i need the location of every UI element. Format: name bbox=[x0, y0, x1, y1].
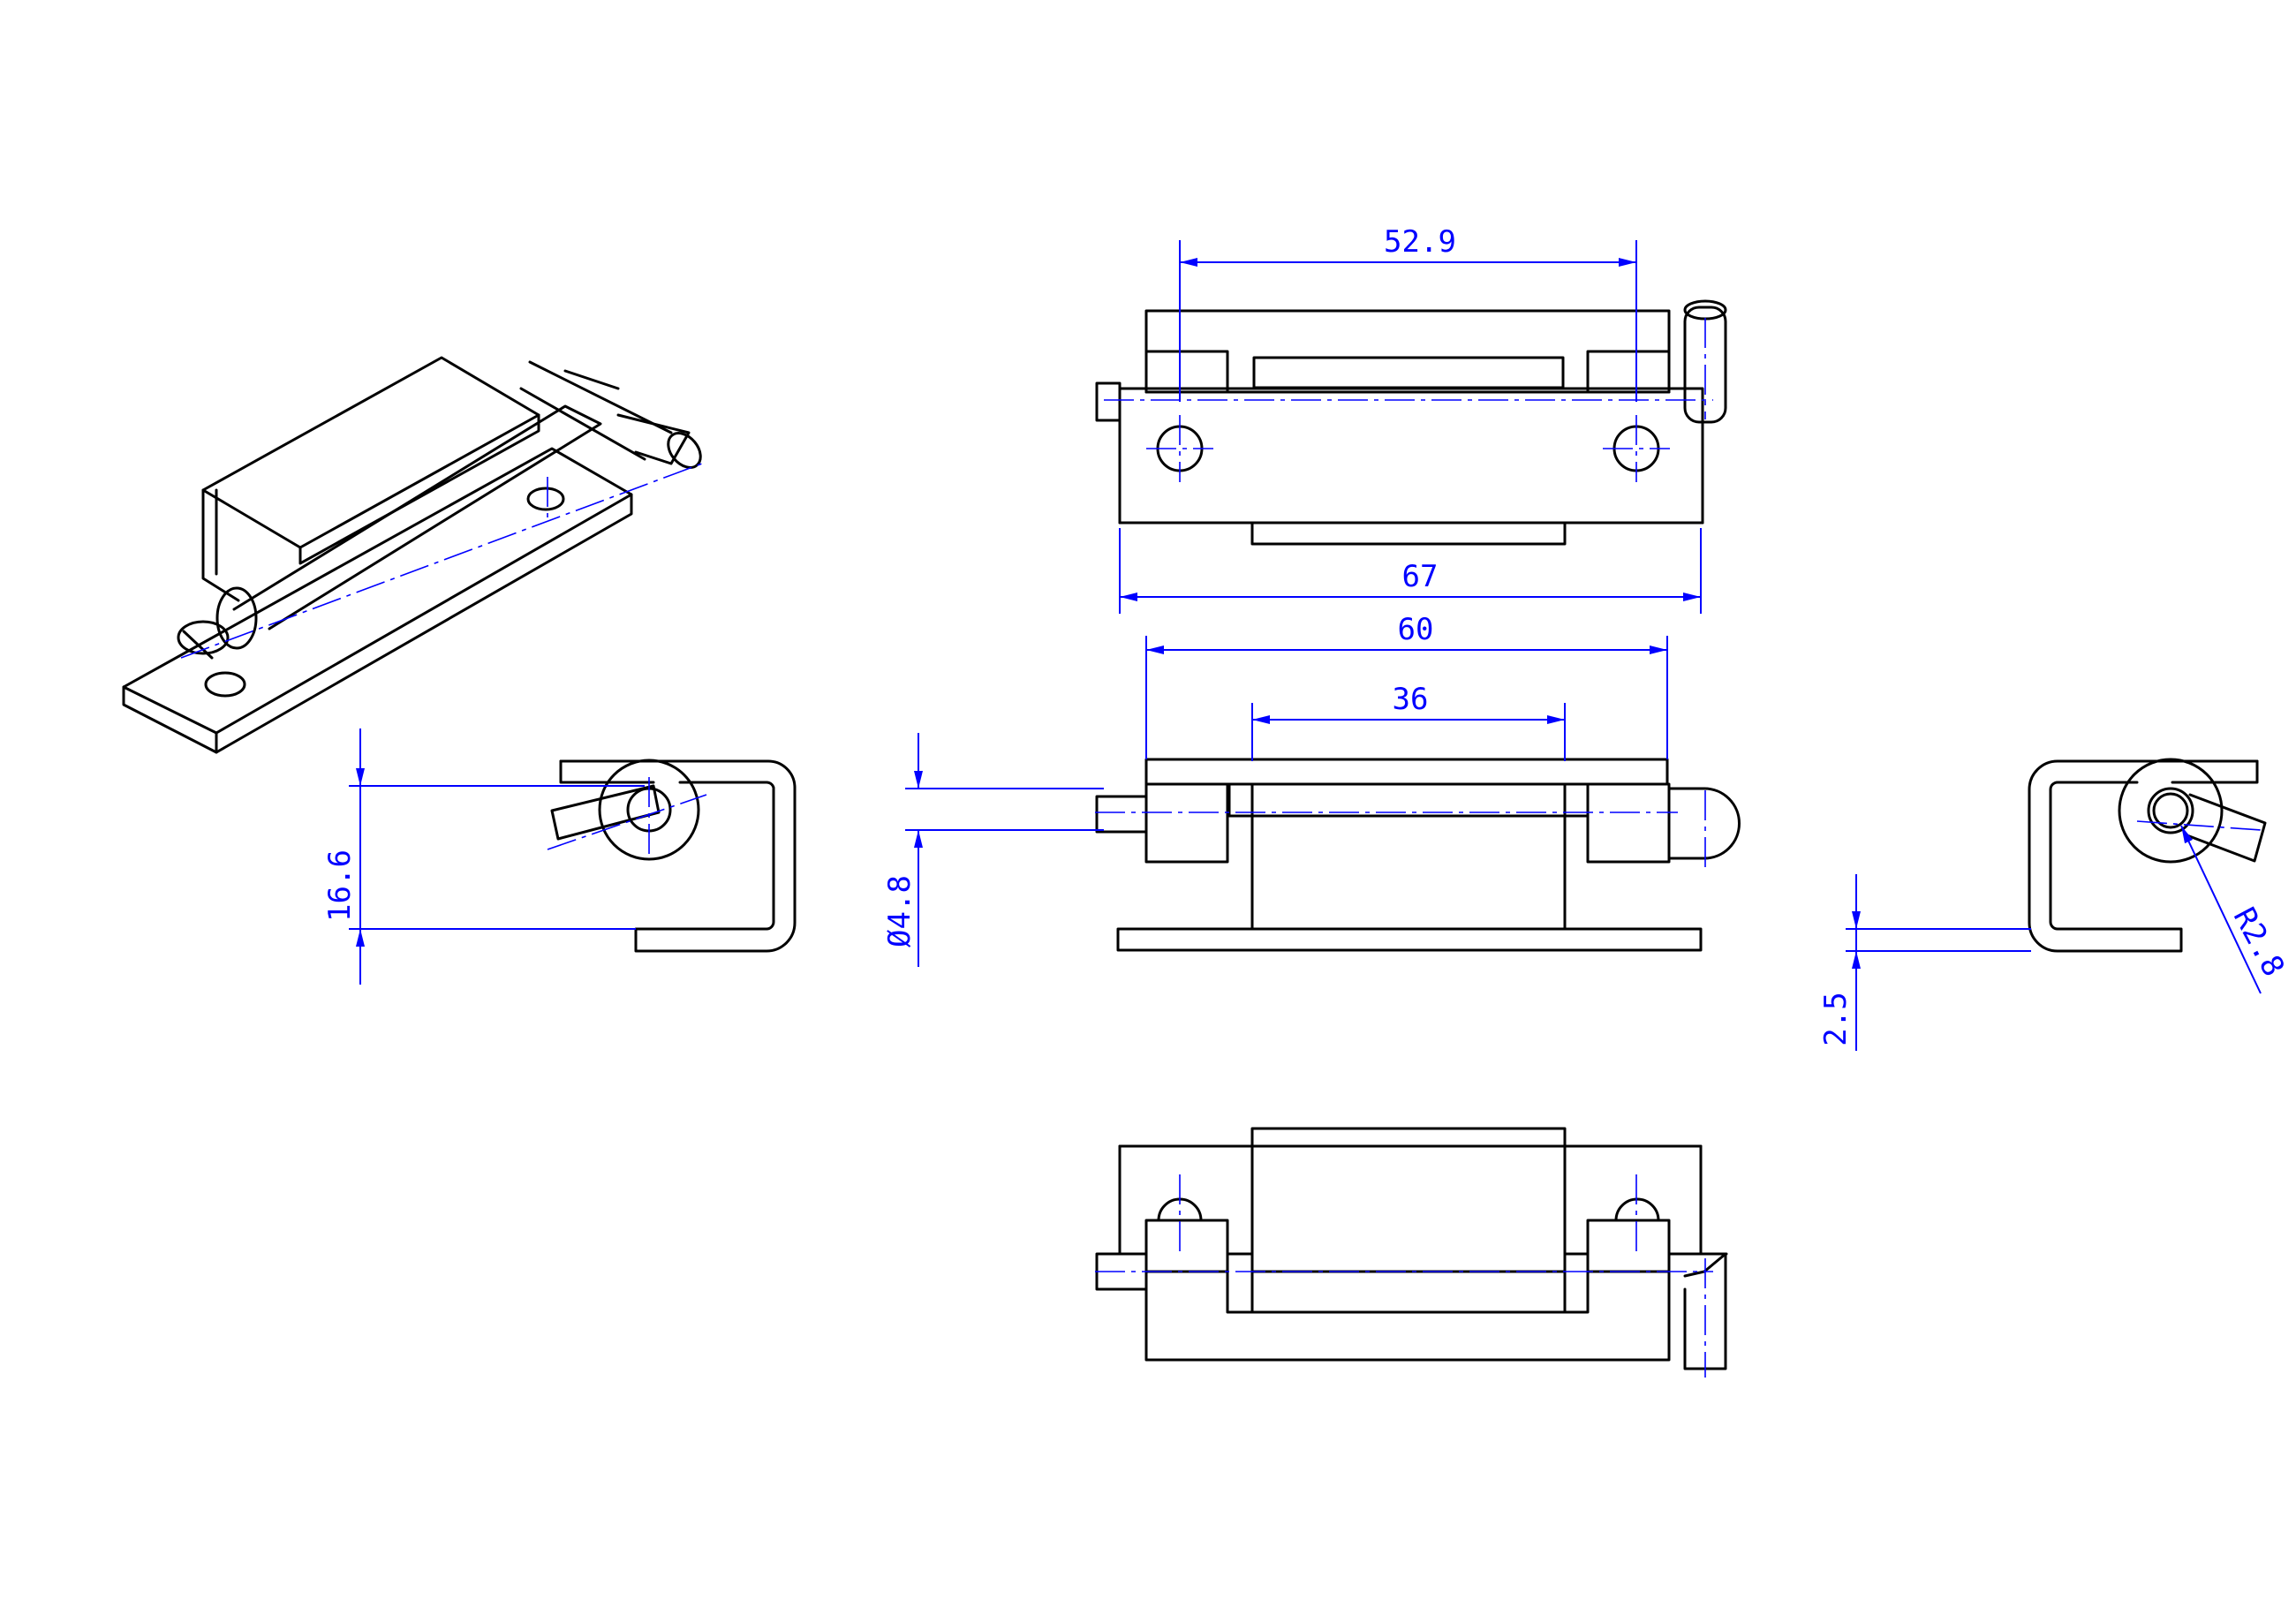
isometric-view bbox=[122, 356, 703, 754]
top-view: 52.9 67 bbox=[1095, 224, 1727, 614]
left-side-view: 16.6 bbox=[322, 728, 797, 985]
dim-pin-section: 36 bbox=[1393, 682, 1429, 717]
dim-overall-length: 67 bbox=[1402, 559, 1439, 594]
front-view: 60 36 Ø4.8 bbox=[882, 612, 1741, 967]
dim-plate-thickness: 2.5 bbox=[1818, 992, 1854, 1046]
hole-icon bbox=[526, 487, 565, 511]
dim-height: 16.6 bbox=[322, 849, 358, 922]
dim-pin-diameter: Ø4.8 bbox=[882, 875, 918, 947]
dim-hole-spacing: 52.9 bbox=[1384, 224, 1456, 260]
right-side-view: 2.5 R2.8 bbox=[1818, 758, 2292, 1051]
bottom-view bbox=[1095, 1127, 1728, 1378]
hole-icon bbox=[204, 671, 246, 698]
dim-body-length: 60 bbox=[1398, 612, 1434, 647]
